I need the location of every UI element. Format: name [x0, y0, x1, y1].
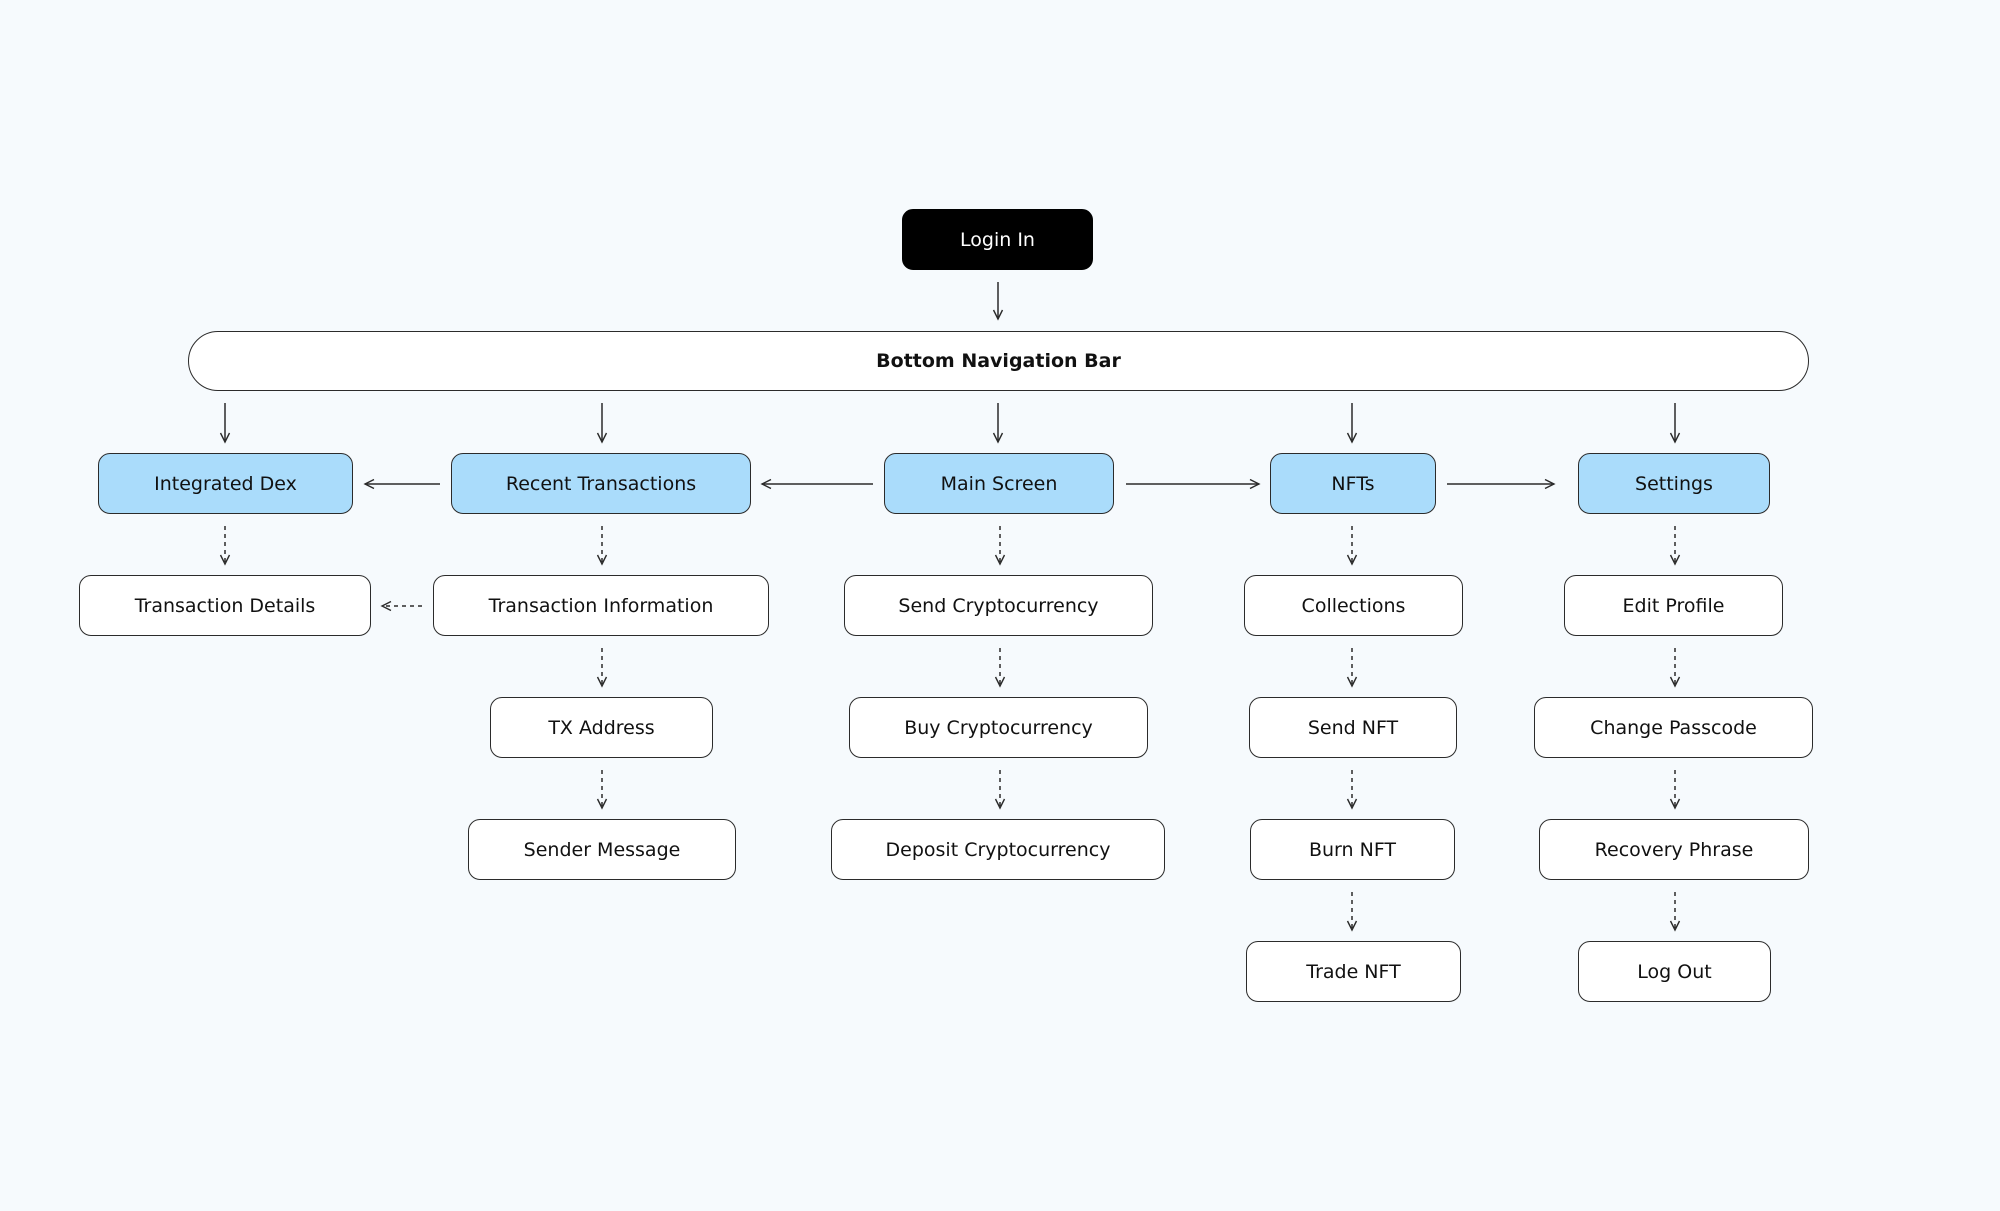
- recent-transactions-node[interactable]: Recent Transactions: [451, 453, 751, 514]
- send-nft-node[interactable]: Send NFT: [1249, 697, 1457, 758]
- recovery-phrase-node[interactable]: Recovery Phrase: [1539, 819, 1809, 880]
- settings-node[interactable]: Settings: [1578, 453, 1770, 514]
- trade-nft-node[interactable]: Trade NFT: [1246, 941, 1461, 1002]
- transaction-information-node[interactable]: Transaction Information: [433, 575, 769, 636]
- tx-address-node[interactable]: TX Address: [490, 697, 713, 758]
- edit-profile-node[interactable]: Edit Profile: [1564, 575, 1783, 636]
- log-out-node[interactable]: Log Out: [1578, 941, 1771, 1002]
- integrated-dex-node[interactable]: Integrated Dex: [98, 453, 353, 514]
- bottom-navigation-bar-node[interactable]: Bottom Navigation Bar: [188, 331, 1809, 391]
- nfts-node[interactable]: NFTs: [1270, 453, 1436, 514]
- send-cryptocurrency-node[interactable]: Send Cryptocurrency: [844, 575, 1153, 636]
- collections-node[interactable]: Collections: [1244, 575, 1463, 636]
- deposit-cryptocurrency-node[interactable]: Deposit Cryptocurrency: [831, 819, 1165, 880]
- burn-nft-node[interactable]: Burn NFT: [1250, 819, 1455, 880]
- buy-cryptocurrency-node[interactable]: Buy Cryptocurrency: [849, 697, 1148, 758]
- change-passcode-node[interactable]: Change Passcode: [1534, 697, 1813, 758]
- main-screen-node[interactable]: Main Screen: [884, 453, 1114, 514]
- login-in-node[interactable]: Login In: [902, 209, 1093, 270]
- transaction-details-node[interactable]: Transaction Details: [79, 575, 371, 636]
- sender-message-node[interactable]: Sender Message: [468, 819, 736, 880]
